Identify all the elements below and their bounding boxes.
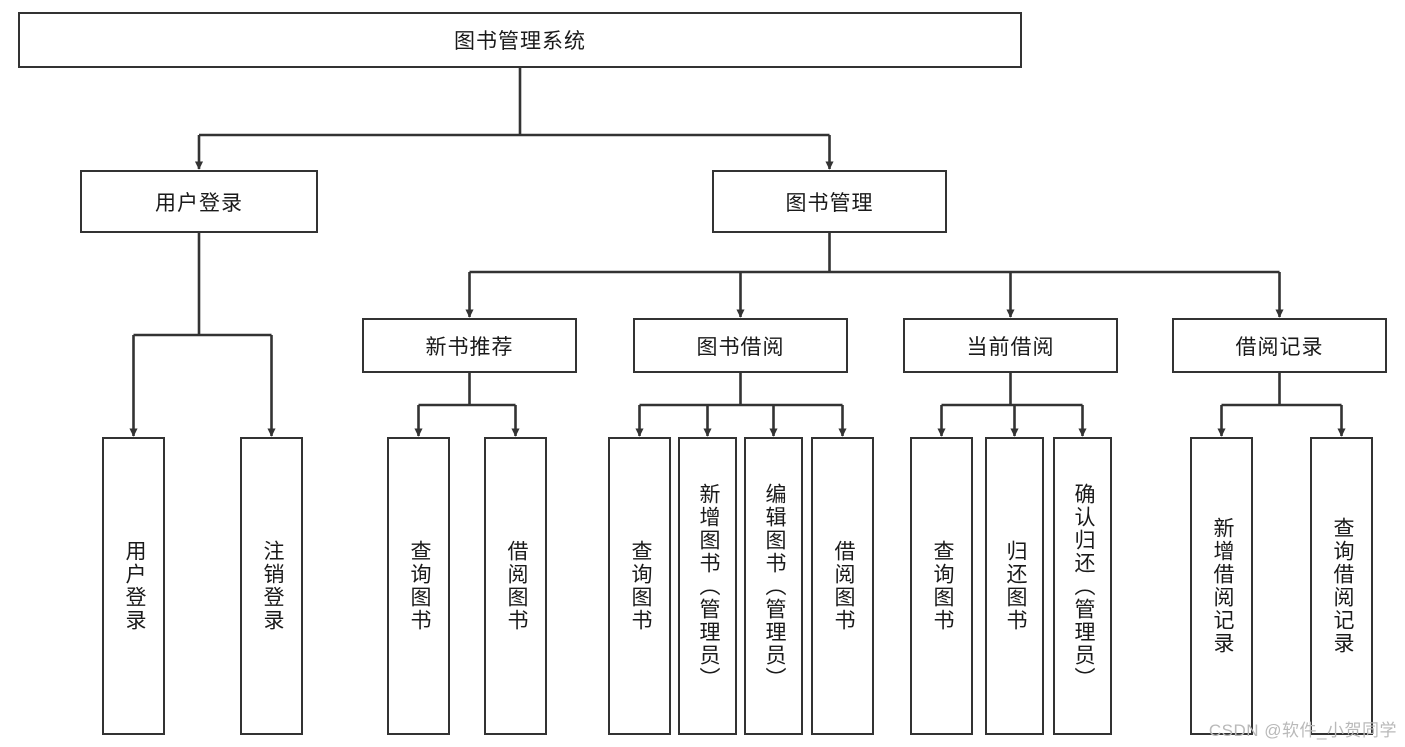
node-book-borrow-label: 图书借阅 [696, 335, 785, 359]
edge-group [129, 68, 1346, 437]
node-book-management-label: 图书管理 [785, 191, 874, 215]
node-borrow-record-label: 借阅记录 [1235, 335, 1324, 359]
node-leaf-confirm-return[interactable]: 确认归还（管理员） [1053, 437, 1112, 735]
node-leaf-query-book-2[interactable]: 查询图书 [608, 437, 671, 735]
node-leaf-query-borrow-record[interactable]: 查询借阅记录 [1310, 437, 1373, 735]
node-new-book-recommend[interactable]: 新书推荐 [362, 318, 577, 373]
node-leaf-confirm-return-label: 确认归还（管理员） [1071, 482, 1095, 690]
node-leaf-query-book-1[interactable]: 查询图书 [387, 437, 450, 735]
watermark: CSDN @软件_小贺同学 [1208, 721, 1397, 740]
node-leaf-add-book[interactable]: 新增图书（管理员） [678, 437, 737, 735]
node-leaf-user-logout[interactable]: 注销登录 [240, 437, 303, 735]
node-leaf-borrow-book-2[interactable]: 借阅图书 [811, 437, 874, 735]
node-book-management[interactable]: 图书管理 [712, 170, 947, 233]
node-leaf-query-book-1-label: 查询图书 [407, 540, 431, 632]
node-root[interactable]: 图书管理系统 [18, 12, 1022, 68]
node-leaf-query-book-3[interactable]: 查询图书 [910, 437, 973, 735]
node-leaf-borrow-book-2-label: 借阅图书 [831, 540, 855, 632]
node-leaf-add-borrow-record[interactable]: 新增借阅记录 [1190, 437, 1253, 735]
node-leaf-query-book-3-label: 查询图书 [930, 540, 954, 632]
node-leaf-add-borrow-record-label: 新增借阅记录 [1210, 517, 1234, 655]
node-leaf-return-book[interactable]: 归还图书 [985, 437, 1044, 735]
node-leaf-borrow-book-1-label: 借阅图书 [504, 540, 528, 632]
node-user-login-label: 用户登录 [155, 191, 243, 215]
node-current-borrow-label: 当前借阅 [966, 335, 1055, 359]
node-current-borrow[interactable]: 当前借阅 [903, 318, 1118, 373]
node-leaf-edit-book-label: 编辑图书（管理员） [762, 482, 786, 690]
node-root-label: 图书管理系统 [454, 30, 586, 53]
node-leaf-edit-book[interactable]: 编辑图书（管理员） [744, 437, 803, 735]
node-user-login[interactable]: 用户登录 [80, 170, 318, 233]
node-leaf-user-login[interactable]: 用户登录 [102, 437, 165, 735]
node-new-book-recommend-label: 新书推荐 [425, 335, 514, 359]
node-borrow-record[interactable]: 借阅记录 [1172, 318, 1387, 373]
node-leaf-user-logout-label: 注销登录 [260, 540, 284, 632]
node-leaf-query-book-2-label: 查询图书 [628, 540, 652, 632]
node-leaf-add-book-label: 新增图书（管理员） [696, 482, 720, 690]
node-leaf-query-borrow-record-label: 查询借阅记录 [1330, 517, 1354, 655]
node-book-borrow[interactable]: 图书借阅 [633, 318, 848, 373]
node-leaf-return-book-label: 归还图书 [1003, 540, 1027, 632]
node-leaf-borrow-book-1[interactable]: 借阅图书 [484, 437, 547, 735]
node-leaf-user-login-label: 用户登录 [122, 540, 146, 632]
